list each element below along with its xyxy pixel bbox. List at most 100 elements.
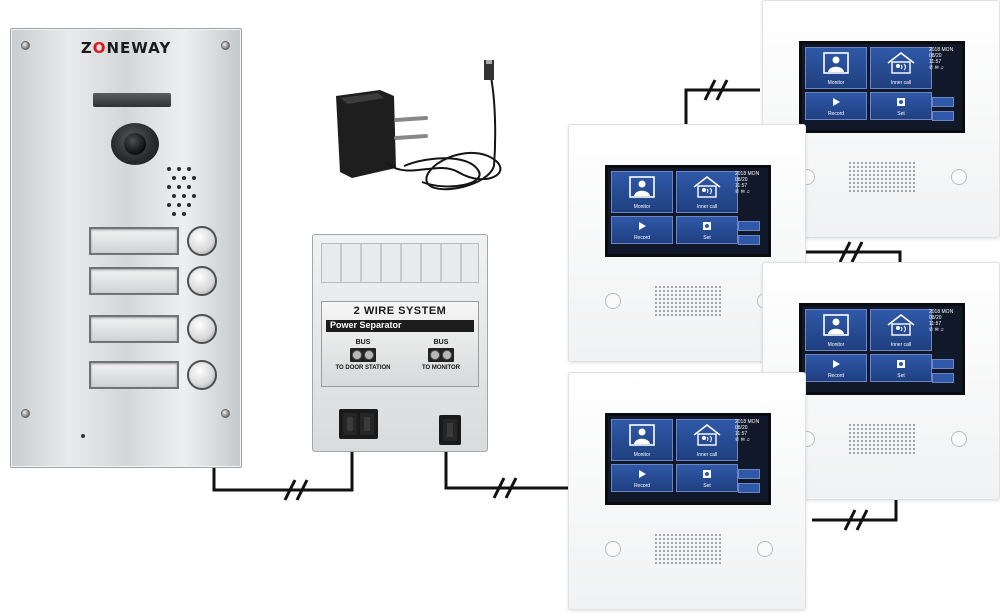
wire-break-mark xyxy=(715,79,729,101)
call-button[interactable] xyxy=(187,266,217,296)
tile-record[interactable]: Record xyxy=(611,216,673,244)
talk-icon[interactable] xyxy=(605,541,621,557)
wire-break-mark xyxy=(843,509,857,531)
grill-hole xyxy=(187,203,191,207)
wire-break-mark xyxy=(283,479,297,501)
subtitle-bar: Power Separator xyxy=(326,320,474,332)
tile-intercall[interactable]: Inner call xyxy=(676,171,738,213)
tile-set[interactable]: Set xyxy=(676,216,738,244)
wire-break-mark xyxy=(838,241,852,263)
tile-monitor[interactable]: Monitor xyxy=(611,419,673,461)
power-button[interactable] xyxy=(738,235,760,245)
call-button[interactable] xyxy=(187,226,217,256)
menu-button[interactable] xyxy=(932,359,954,369)
screw-icon xyxy=(21,409,30,418)
tile-record[interactable]: Record xyxy=(805,92,867,120)
bus-caption: TO MONITOR xyxy=(421,365,461,371)
screw-icon xyxy=(221,409,230,418)
unlock-icon[interactable] xyxy=(757,541,773,557)
tile-label: Set xyxy=(897,373,905,379)
date-weekday: MON xyxy=(747,419,760,425)
power-button[interactable] xyxy=(738,483,760,493)
bus-label: BUS xyxy=(433,339,449,346)
clock-time: 11:57 xyxy=(929,59,942,65)
wire-break-mark xyxy=(855,509,869,531)
speaker-grill xyxy=(848,423,916,455)
tile-intercall[interactable]: Inner call xyxy=(870,309,932,351)
menu-button[interactable] xyxy=(932,97,954,107)
tile-monitor[interactable]: Monitor xyxy=(805,309,867,351)
tile-record[interactable]: Record xyxy=(611,464,673,492)
date-weekday: MON xyxy=(941,309,954,315)
grill-hole xyxy=(167,167,171,171)
wire-monitor-link-middle xyxy=(806,250,902,264)
indoor-monitor: Monitor Inner call Record Set 2018 MON 0… xyxy=(568,124,806,362)
date-year-weekday: 2018 MON xyxy=(735,419,765,425)
grill-hole xyxy=(177,185,181,189)
bus-terminal xyxy=(428,348,454,362)
status-icons: ✆ ✉ ♫ xyxy=(735,437,750,443)
house-intercom-icon xyxy=(693,424,721,446)
status-panel: 2018 MON 08/20 11:57 ✆ ✉ ♫ xyxy=(735,419,765,499)
tile-set[interactable]: Set xyxy=(870,354,932,382)
power-button[interactable] xyxy=(932,111,954,121)
call-button[interactable] xyxy=(187,314,217,344)
grill-hole xyxy=(172,212,176,216)
name-label xyxy=(89,315,179,343)
tile-label: Set xyxy=(703,483,711,489)
indoor-monitor: Monitor Inner call Record Set 2018 MON 0… xyxy=(762,0,1000,238)
date-weekday: MON xyxy=(941,47,954,53)
wire-break-mark xyxy=(504,477,518,499)
brand-prefix: Z xyxy=(80,39,93,57)
tile-label: Set xyxy=(897,111,905,117)
house-intercom-icon xyxy=(693,176,721,198)
house-intercom-icon xyxy=(887,314,915,336)
dc-plug-tip xyxy=(486,60,492,64)
tile-label: Record xyxy=(633,483,651,489)
unlock-icon[interactable] xyxy=(951,169,967,185)
tile-monitor[interactable]: Monitor xyxy=(805,47,867,89)
tile-record[interactable]: Record xyxy=(805,354,867,382)
tile-label: Monitor xyxy=(633,204,651,210)
terminal-block-door xyxy=(339,409,378,439)
tile-monitor[interactable]: Monitor xyxy=(611,171,673,213)
tile-intercall[interactable]: Inner call xyxy=(676,419,738,461)
tile-label: Record xyxy=(633,235,651,241)
menu-button[interactable] xyxy=(738,221,760,231)
tile-set[interactable]: Set xyxy=(676,464,738,492)
indoor-monitor: Monitor Inner call Record Set 2018 MON 0… xyxy=(568,372,806,610)
talk-icon[interactable] xyxy=(605,293,621,309)
clock-time: 11:57 xyxy=(929,321,942,327)
module-top-ridges xyxy=(321,243,479,283)
status-icons: ✆ ✉ ♫ xyxy=(735,189,750,195)
tile-label: Inner call xyxy=(696,452,718,458)
tile-set[interactable]: Set xyxy=(870,92,932,120)
power-adapter xyxy=(336,60,502,191)
grill-hole xyxy=(172,194,176,198)
wire-break-mark xyxy=(703,79,717,101)
grill-hole xyxy=(177,203,181,207)
power-button[interactable] xyxy=(932,373,954,383)
tile-intercall[interactable]: Inner call xyxy=(870,47,932,89)
adapter-highlight xyxy=(340,93,384,104)
wire-break-mark xyxy=(492,477,506,499)
grill-hole xyxy=(167,203,171,207)
screw-icon xyxy=(21,41,30,50)
call-row xyxy=(89,266,229,296)
bus-label: BUS xyxy=(355,339,371,346)
gear-icon xyxy=(897,360,905,368)
unlock-icon[interactable] xyxy=(951,431,967,447)
status-panel: 2018 MON 08/20 11:57 ✆ ✉ ♫ xyxy=(735,171,765,251)
adapter-body xyxy=(336,90,396,178)
grill-hole xyxy=(192,176,196,180)
camera-icon xyxy=(111,123,159,165)
speaker-grill xyxy=(654,285,722,317)
grill-hole xyxy=(167,185,171,189)
brand-suffix: NEWAY xyxy=(106,39,172,57)
menu-button[interactable] xyxy=(738,469,760,479)
terminal-block-monitor xyxy=(439,415,461,445)
status-icons: ✆ ✉ ♫ xyxy=(929,327,944,333)
call-button[interactable] xyxy=(187,360,217,390)
play-icon xyxy=(639,470,646,478)
